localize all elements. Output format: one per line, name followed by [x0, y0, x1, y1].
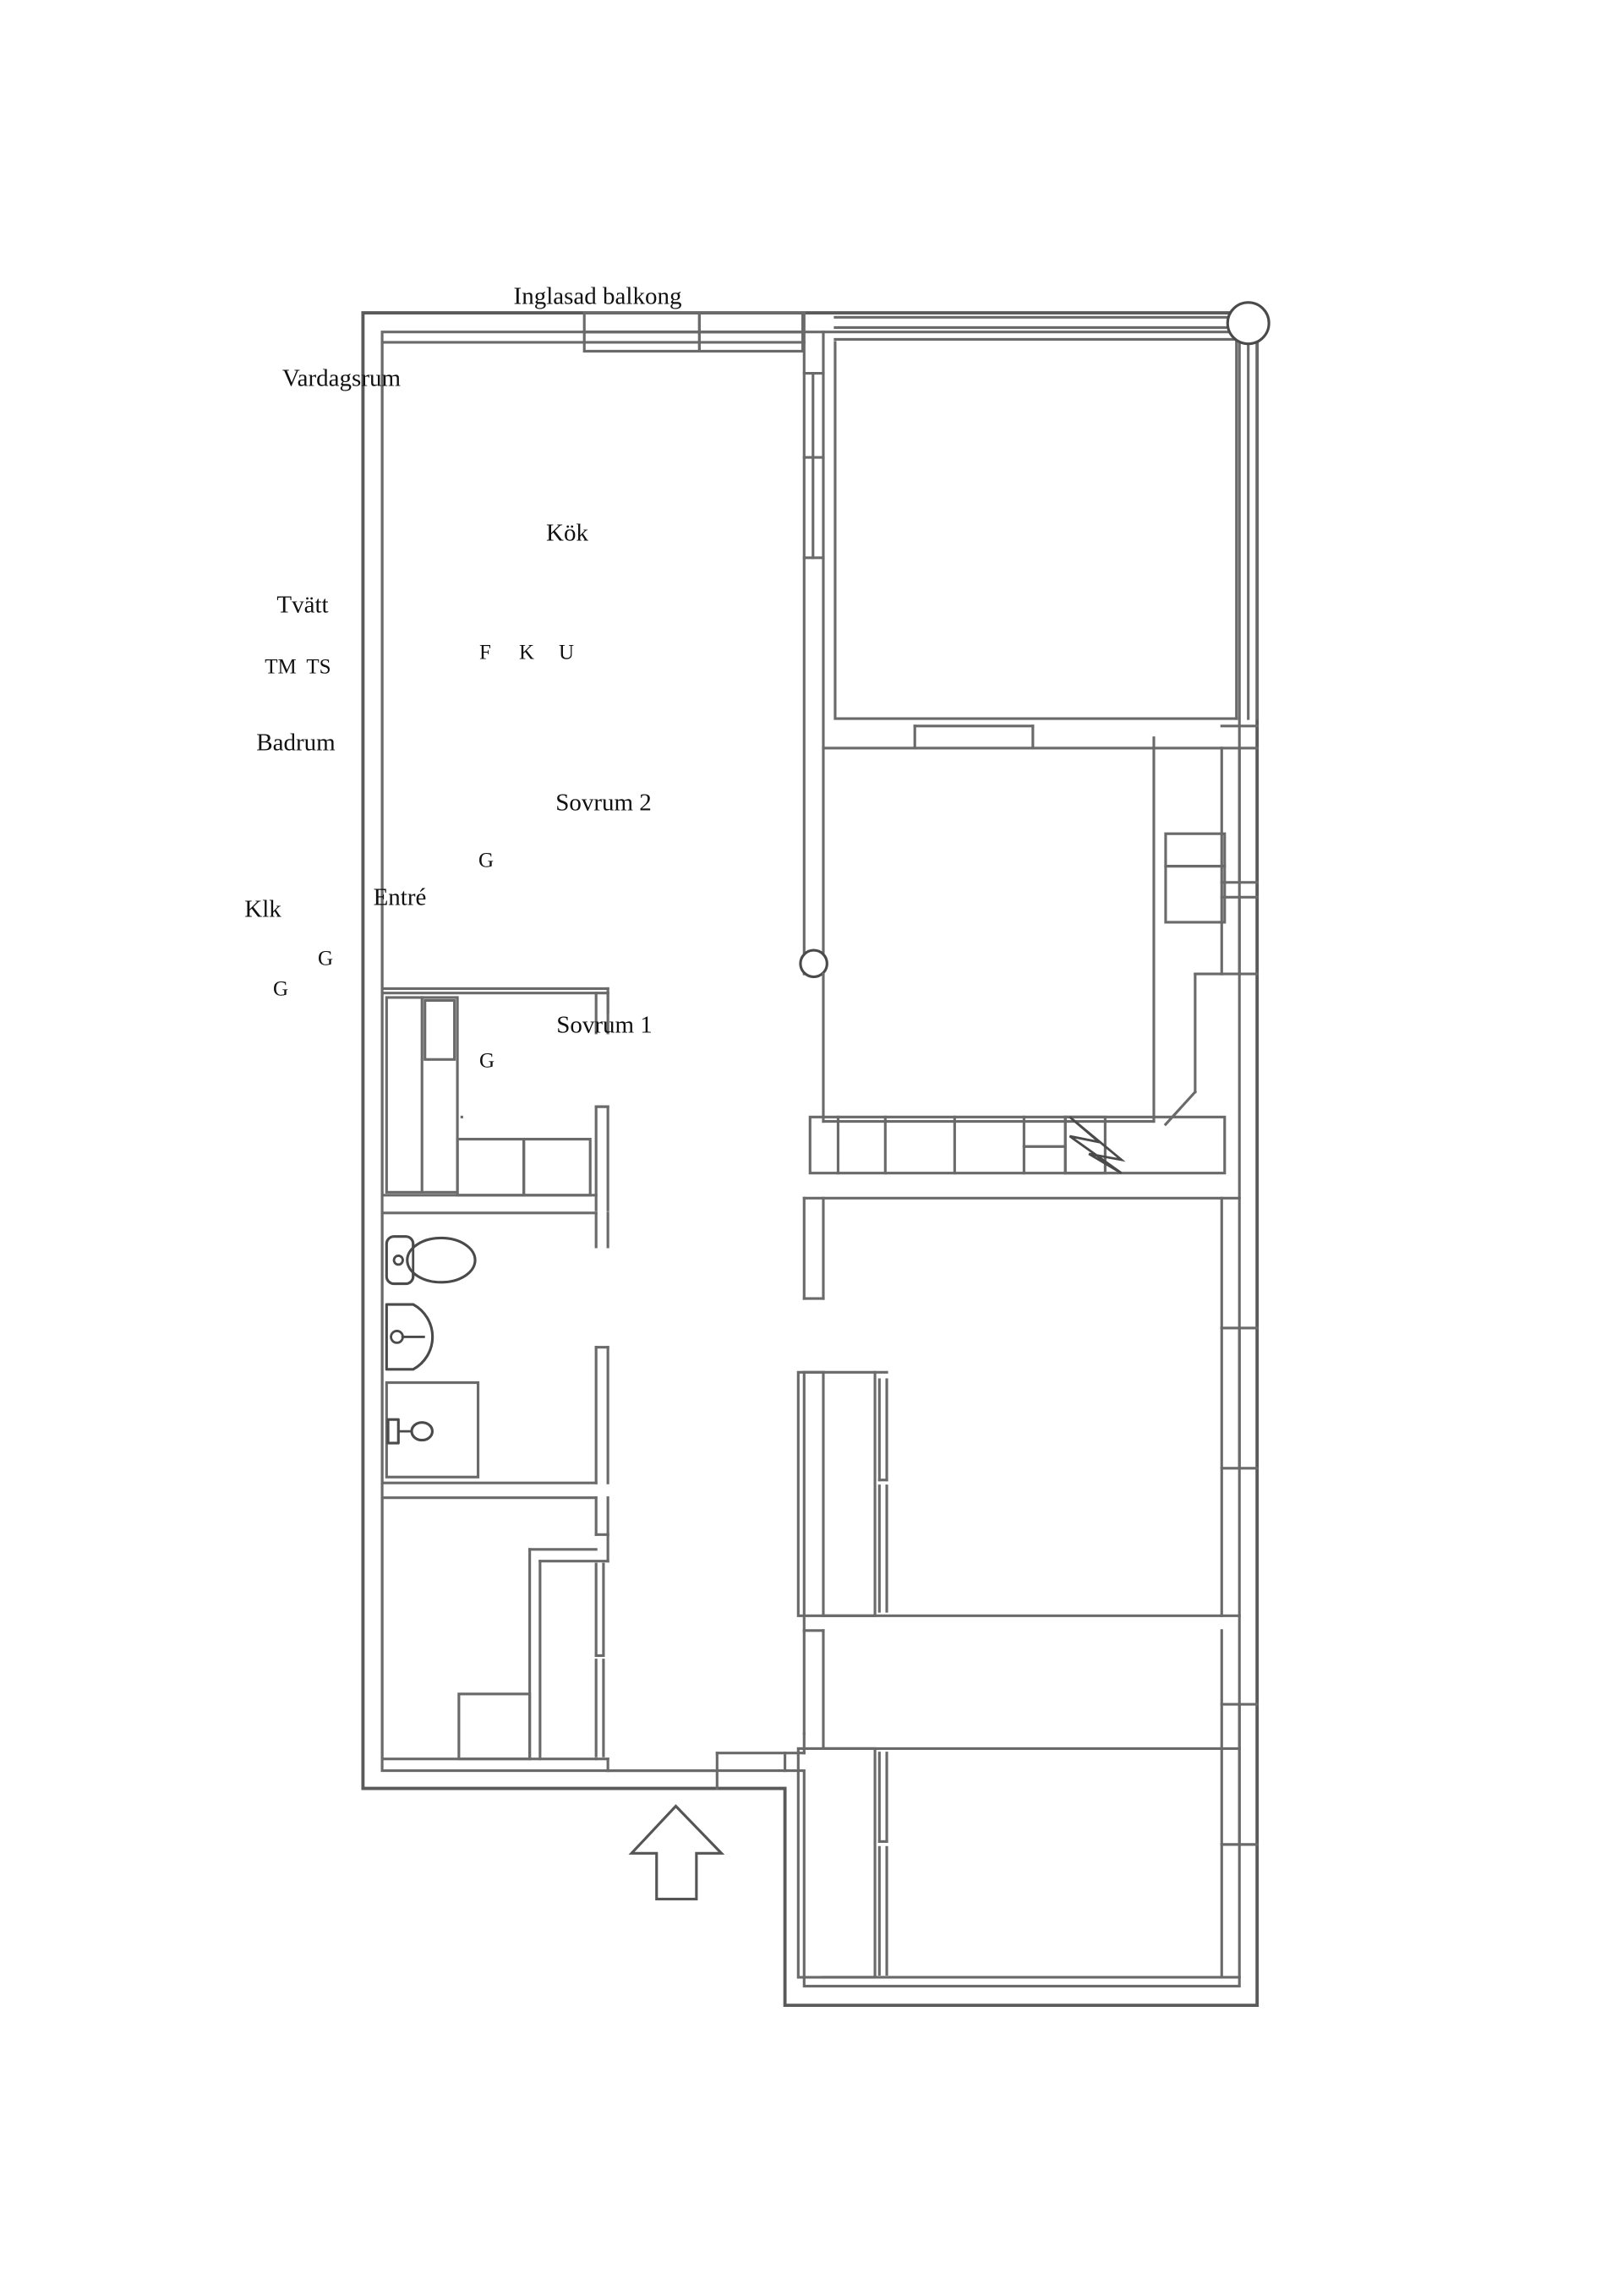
room-label-badrum: Badrum — [256, 730, 336, 757]
room-label-inglasad-balkong: Inglasad balkong — [514, 283, 682, 310]
bathroom-fixtures — [385, 1235, 480, 1479]
appliance-label-tvattmaskin: TM — [265, 656, 297, 679]
divider-wall-livingroom-balcony — [799, 311, 828, 979]
wardrobe-label-klk-1: G — [318, 948, 333, 970]
appliance-label-frys: F — [479, 642, 491, 664]
room-label-kok: Kök — [546, 520, 588, 547]
appliance-label-kyl: K — [519, 642, 534, 664]
appliance-row-kitchen — [460, 1115, 1227, 1175]
room-sovrum2-outline — [796, 1196, 1259, 1632]
appliance-label-ugn: U — [559, 642, 574, 664]
rounded-wall-end-column — [799, 948, 828, 979]
wardrobe-label-layer: G G G G — [273, 850, 495, 1073]
window-group-kitchen-east — [1220, 746, 1259, 976]
electrical-panel-symbol — [1068, 1116, 1126, 1174]
balcony-corner-column — [1226, 301, 1271, 346]
kitchen-cabinets — [1164, 832, 1227, 924]
balcony-structure — [833, 301, 1271, 720]
shower-tray — [385, 1380, 480, 1479]
wardrobe-label-sovrum2: G — [478, 850, 494, 872]
entrance-direction-arrow — [628, 1804, 725, 1901]
room-label-sovrum-2: Sovrum 2 — [555, 790, 652, 817]
window-group-top — [582, 311, 805, 353]
room-label-entre: Entré — [374, 884, 427, 911]
wardrobe-label-sovrum1: G — [479, 1050, 495, 1073]
room-sovrum1-outline — [784, 1629, 1259, 1979]
wardrobe-label-klk-2: G — [273, 978, 288, 1001]
room-label-vardagsrum: Vardagsrum — [282, 365, 402, 392]
room-badrum-outline — [380, 1211, 609, 1484]
room-label-sovrum-1: Sovrum 1 — [556, 1012, 653, 1039]
room-tvatt-outline — [380, 992, 609, 1211]
room-label-layer: Vardagsrum Inglasad balkong Kök Tvätt Ba… — [244, 283, 681, 1039]
shower-mixer — [386, 1418, 400, 1445]
shower-head — [410, 1421, 434, 1442]
appliance-label-layer: TM TS F K U — [265, 642, 574, 679]
room-klk-outline — [380, 1496, 609, 1761]
room-label-tvatt: Tvätt — [276, 592, 328, 619]
toilet-bowl — [406, 1236, 477, 1284]
room-kok-outline — [822, 724, 1259, 1127]
room-entre-outline — [594, 1752, 787, 1790]
room-vardagsrum-outline — [380, 341, 806, 1014]
appliance-label-torkskap: TS — [306, 656, 331, 679]
room-label-klk: Klk — [244, 896, 281, 923]
